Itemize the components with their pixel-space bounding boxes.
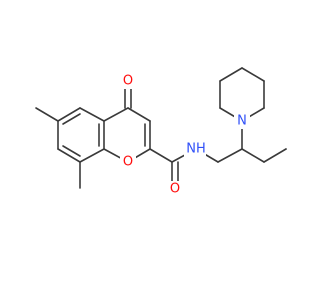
linker-bond-2 — [217, 148, 243, 163]
atom-O-ring: O — [123, 155, 133, 170]
atom-N-amide: NH — [186, 142, 206, 157]
piperidine-ring — [219, 67, 265, 150]
atom-O-amide: O — [170, 182, 180, 197]
atom-N-piperidine: N — [237, 114, 247, 129]
methyl-6-bond — [35, 107, 59, 122]
tolyl-ring — [241, 148, 287, 163]
benzo-ring — [57, 107, 105, 163]
molecule-canvas: O O O NH N — [35, 67, 287, 197]
atom-O-carbonyl: O — [123, 74, 133, 89]
molecule-structure: O O O NH N — [35, 67, 287, 197]
atom-labels: O O O NH N — [118, 73, 250, 197]
pyranone-ring — [103, 107, 151, 163]
ketone-carbonyl — [124, 86, 132, 109]
